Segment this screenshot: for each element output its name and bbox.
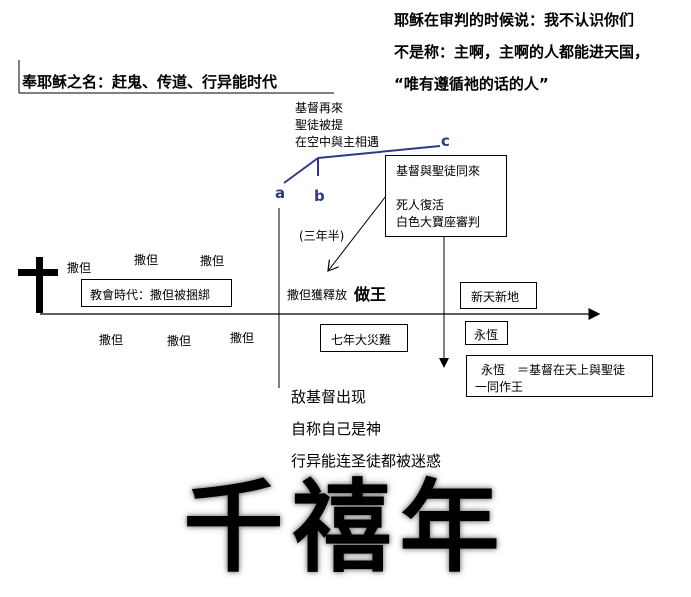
point-label-c: c bbox=[441, 132, 450, 150]
new-heaven-box: 新天新地 bbox=[460, 282, 537, 309]
antichrist-line-2: 自称自己是神 bbox=[291, 420, 382, 438]
second-coming-line-1: 基督與聖徒同來 bbox=[396, 164, 481, 178]
rapture-line-c bbox=[317, 145, 441, 159]
satan-released-label: 撒但獲釋放 bbox=[287, 288, 348, 302]
quote-line-3: “唯有遵循祂的话的人” bbox=[394, 75, 549, 93]
satan-label-top-1: 撒但 bbox=[67, 261, 92, 275]
rapture-line-a bbox=[283, 157, 319, 184]
rapture-line-3: 在空中與主相遇 bbox=[295, 135, 380, 149]
point-label-a: a bbox=[275, 184, 286, 202]
cross-vertical bbox=[36, 257, 43, 313]
second-coming-box: 基督與聖徒同來 死人復活 白色大寶座審判 bbox=[385, 155, 507, 237]
eternity-box-small: 永恆 bbox=[465, 321, 508, 345]
satan-label-bottom-1: 撒但 bbox=[99, 333, 124, 347]
eternity-description-box: 永恆 ＝基督在天上與聖徒 一同作王 bbox=[466, 355, 653, 397]
second-coming-line-3: 白色大寶座審判 bbox=[396, 215, 481, 229]
satan-label-top-3: 撒但 bbox=[200, 254, 225, 268]
release-arrow bbox=[328, 195, 387, 271]
satan-label-bottom-2: 撒但 bbox=[167, 334, 192, 348]
church-age-box: 教會時代：撒但被捆綁 bbox=[81, 279, 232, 307]
new-heaven-label: 新天新地 bbox=[471, 290, 520, 304]
quote-line-1: 耶稣在审判的时候说：我不认识你们 bbox=[394, 11, 635, 29]
antichrist-line-1: 敌基督出现 bbox=[291, 388, 367, 406]
millennium-title: 千禧年 bbox=[183, 469, 508, 586]
satan-label-bottom-3: 撒但 bbox=[230, 331, 255, 345]
name-heading: 奉耶稣之名：赶鬼、传道、行异能时代 bbox=[22, 73, 278, 91]
three-and-half-years: (三年半) bbox=[299, 229, 345, 243]
reign-label: 做王 bbox=[354, 285, 387, 304]
rapture-line-2: 聖徒被提 bbox=[295, 118, 344, 132]
tribulation-box: 七年大災難 bbox=[320, 324, 408, 352]
quote-line-2: 不是称：主啊，主啊的人都能进天国， bbox=[394, 43, 650, 61]
cross-horizontal bbox=[18, 269, 58, 276]
eternity-description-line-2: 一同作王 bbox=[475, 380, 524, 394]
satan-label-top-2: 撒但 bbox=[134, 253, 159, 267]
antichrist-line-3: 行异能连圣徒都被迷惑 bbox=[291, 452, 442, 470]
second-coming-line-2: 死人復活 bbox=[396, 198, 445, 212]
point-label-b: b bbox=[314, 187, 325, 205]
eternity-label: 永恆 bbox=[474, 328, 499, 342]
eternity-description-line-1: 永恆 ＝基督在天上與聖徒 bbox=[481, 363, 626, 377]
tribulation-label: 七年大災難 bbox=[331, 333, 392, 347]
church-age-label: 教會時代：撒但被捆綁 bbox=[90, 288, 211, 302]
rapture-line-1: 基督再來 bbox=[295, 101, 344, 115]
